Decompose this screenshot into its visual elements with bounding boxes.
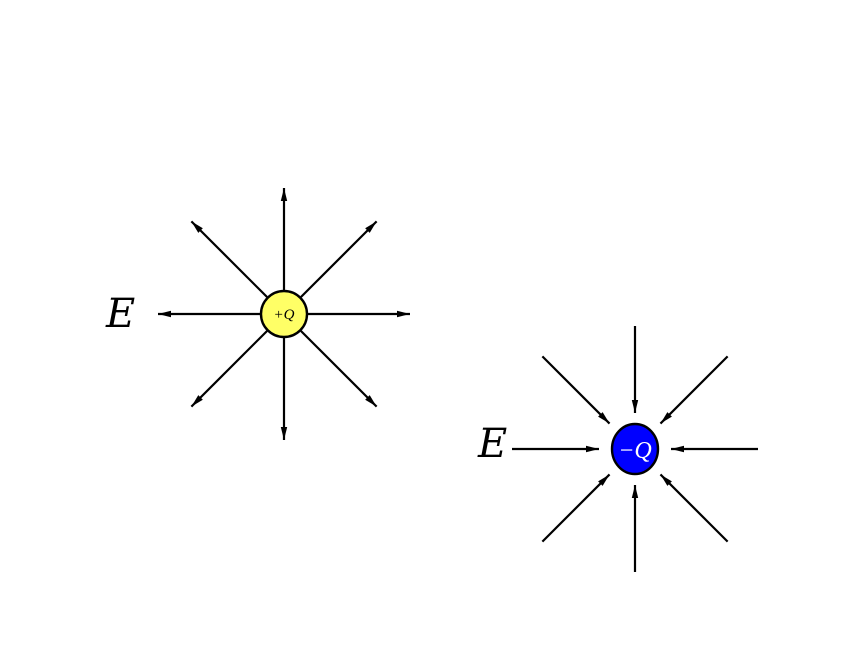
positive-field-line-northeast [300, 220, 378, 298]
positive-arrowhead-northeast [365, 221, 377, 233]
negative-field-line-northwest [541, 355, 611, 425]
positive-field-line-southwest [190, 330, 268, 408]
positive-arrowhead-southwest [191, 395, 203, 407]
positive-field-line-southeast [300, 330, 378, 408]
negative-field-line-northeast [659, 355, 729, 425]
negative-field-label: E [477, 421, 507, 467]
positive-arrowhead-north [280, 188, 288, 201]
negative-arrowhead-southwest [598, 474, 610, 486]
positive-arrowhead-northwest [191, 221, 203, 233]
positive-charge-label: +Q [274, 307, 295, 323]
negative-field-line-southeast [659, 473, 729, 543]
negative-field-lines [512, 326, 758, 572]
positive-charge-circle [259, 289, 309, 339]
negative-charge-group: −Q E [477, 326, 758, 572]
positive-arrowhead-south [280, 427, 288, 440]
positive-field-lines [158, 188, 410, 440]
negative-charge-label: −Q [618, 438, 652, 464]
negative-charge-circle [610, 422, 660, 476]
negative-arrowhead-northeast [660, 412, 672, 424]
positive-field-line-northwest [190, 220, 268, 298]
positive-arrowhead-southeast [365, 395, 377, 407]
negative-arrowhead-northwest [598, 412, 610, 424]
negative-arrowhead-south [631, 485, 639, 498]
negative-arrowhead-southeast [660, 474, 672, 486]
negative-arrowhead-east [671, 445, 684, 453]
positive-charge-group: +Q E [105, 188, 410, 440]
positive-arrowhead-west [158, 310, 171, 318]
positive-arrowhead-east [397, 310, 410, 318]
negative-field-line-southwest [541, 473, 611, 543]
positive-field-label: E [105, 291, 135, 337]
negative-arrowhead-north [631, 400, 639, 413]
negative-arrowhead-west [586, 445, 599, 453]
